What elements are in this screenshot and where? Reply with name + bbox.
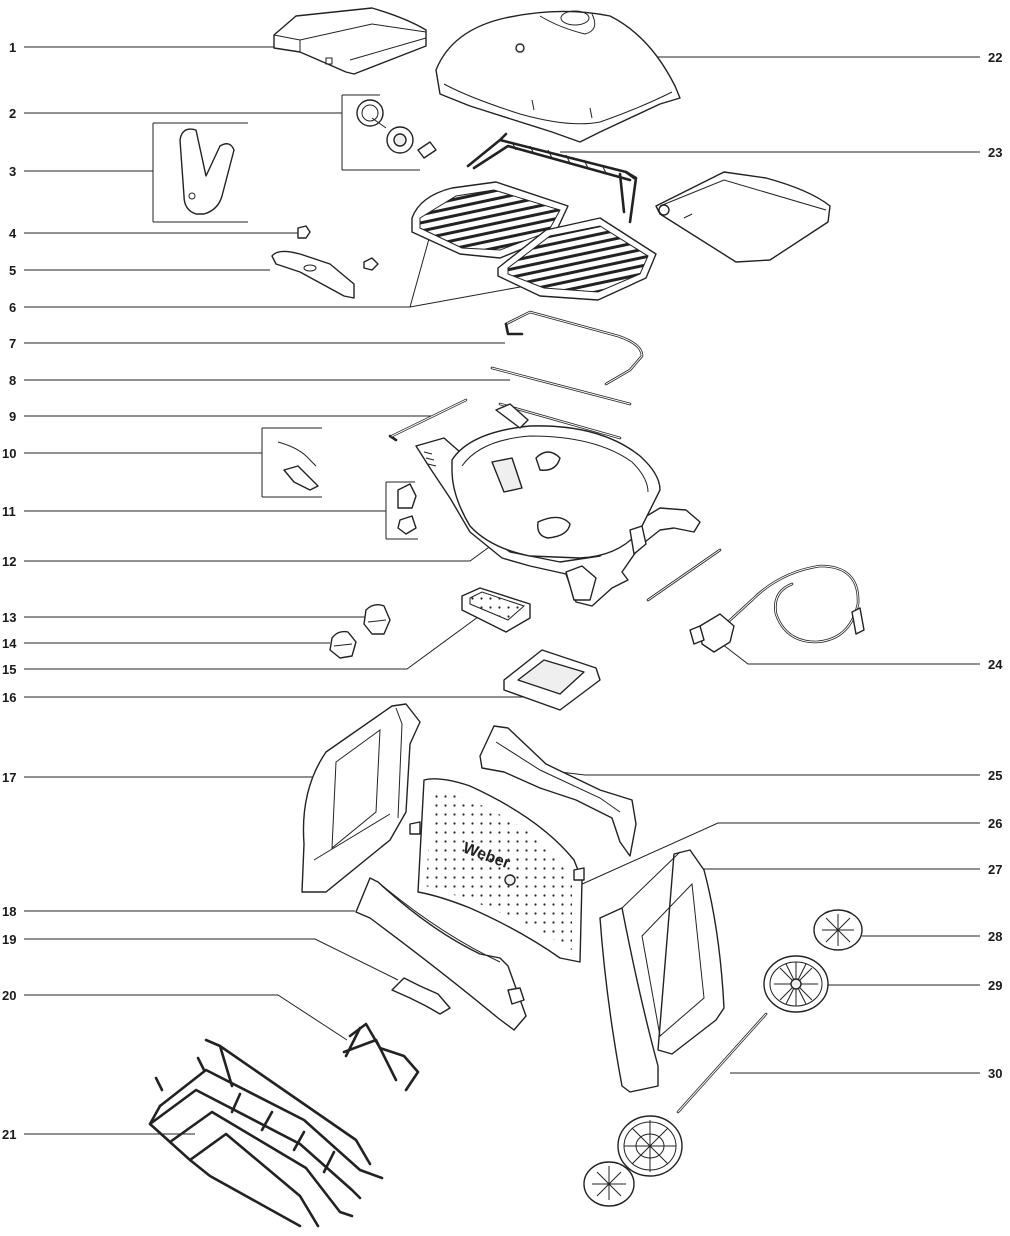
part-4-handle-cap bbox=[297, 225, 311, 239]
callout-30: 30 bbox=[988, 1066, 1002, 1081]
callout-23: 23 bbox=[988, 145, 1002, 160]
part-9-bar bbox=[388, 398, 622, 442]
callout-4: 4 bbox=[9, 226, 17, 241]
part-29-wheel bbox=[763, 955, 829, 1013]
callout-12: 12 bbox=[2, 554, 16, 569]
callout-1: 1 bbox=[9, 40, 16, 55]
callout-15: 15 bbox=[2, 662, 16, 677]
callout-27: 27 bbox=[988, 862, 1002, 877]
callout-24: 24 bbox=[988, 657, 1003, 672]
part-6-cooking-grates bbox=[411, 181, 657, 301]
callout-10: 10 bbox=[2, 446, 16, 461]
callouts-left: 1 2 3 4 5 6 7 8 9 10 11 12 13 14 15 16 1… bbox=[2, 40, 17, 1142]
callouts-right: 22 23 24 25 26 27 28 29 30 bbox=[988, 50, 1003, 1081]
part-19-clip bbox=[391, 977, 451, 1015]
part-12-cookbox bbox=[415, 403, 722, 607]
callout-13: 13 bbox=[2, 610, 16, 625]
callout-17: 17 bbox=[2, 770, 16, 785]
part-right-side-table bbox=[655, 171, 831, 263]
callout-26: 26 bbox=[988, 816, 1002, 831]
part-23-warming-rack bbox=[466, 132, 638, 224]
callout-2: 2 bbox=[9, 106, 16, 121]
callout-18: 18 bbox=[2, 904, 16, 919]
part-18-bracket bbox=[355, 877, 527, 1031]
part-24-regulator-hose bbox=[689, 564, 865, 653]
callout-8: 8 bbox=[9, 373, 16, 388]
part-27-right-frame bbox=[599, 849, 725, 1093]
callout-5: 5 bbox=[9, 263, 16, 278]
part-17-left-frame bbox=[301, 703, 421, 893]
part-13-foot bbox=[363, 603, 391, 635]
callout-20: 20 bbox=[2, 988, 16, 1003]
part-22-lid bbox=[435, 10, 681, 143]
callout-29: 29 bbox=[988, 978, 1002, 993]
callout-14: 14 bbox=[2, 636, 17, 651]
callout-28: 28 bbox=[988, 929, 1002, 944]
part-26-front-panel: Weber bbox=[409, 778, 585, 963]
part-16-catch-pan bbox=[503, 649, 601, 711]
part-21-basket bbox=[148, 1038, 384, 1228]
part-28-hubcap bbox=[813, 909, 863, 951]
callout-16: 16 bbox=[2, 690, 16, 705]
callout-3: 3 bbox=[9, 164, 16, 179]
callout-11: 11 bbox=[2, 504, 16, 519]
callout-19: 19 bbox=[2, 932, 16, 947]
part-7-frame bbox=[504, 310, 644, 386]
part-1-left-side-table bbox=[273, 7, 427, 75]
part-3-hook bbox=[179, 128, 235, 215]
callout-7: 7 bbox=[9, 336, 16, 351]
part-10-igniter-wire bbox=[277, 441, 319, 491]
callout-9: 9 bbox=[9, 409, 16, 424]
part-8-rod bbox=[490, 366, 632, 406]
callout-22: 22 bbox=[988, 50, 1002, 65]
part-11-igniter bbox=[397, 483, 417, 535]
callout-6: 6 bbox=[9, 300, 16, 315]
part-5-handle bbox=[271, 250, 379, 299]
leader-lines bbox=[24, 46, 980, 1135]
part-30-axle bbox=[583, 1012, 768, 1207]
part-25-crossbar bbox=[479, 725, 637, 857]
part-15-drip-tray bbox=[461, 587, 531, 633]
callout-25: 25 bbox=[988, 768, 1002, 783]
part-20-wire-bracket bbox=[342, 1022, 420, 1092]
callout-21: 21 bbox=[2, 1127, 16, 1142]
part-2-control-knobs bbox=[356, 99, 437, 159]
part-14-foot bbox=[329, 630, 357, 659]
